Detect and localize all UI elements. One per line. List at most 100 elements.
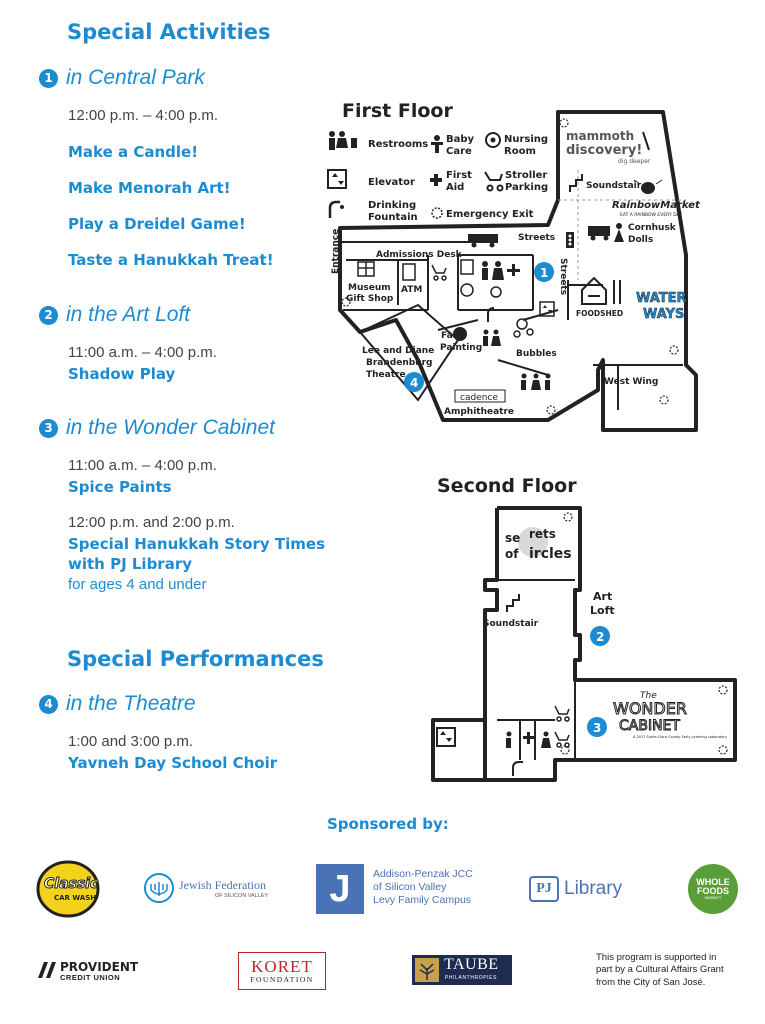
tree-icon	[415, 958, 439, 982]
location-name: in the Art Loft	[66, 303, 191, 326]
legend-baby-care: Care	[446, 146, 472, 157]
first-floor-walls	[338, 110, 698, 432]
atm-icon	[402, 263, 416, 281]
secrets-of-circles-logo: se rets of ircles	[505, 527, 572, 562]
activity-item: Make a Candle!	[68, 143, 199, 161]
bug-icon	[633, 179, 663, 194]
elevator-icon	[539, 301, 555, 317]
art-loft-label: Loft	[590, 604, 615, 617]
cadence-label: cadence	[460, 393, 498, 403]
rainbow-market-label: RainbowMarket	[612, 200, 701, 211]
foodshed-label: FOODSHED	[576, 309, 623, 318]
svg-text:WATER: WATER	[636, 291, 687, 306]
location-number-2: 2	[39, 305, 58, 325]
time-theatre: 1:00 and 3:00 p.m.	[68, 733, 194, 750]
mammoth-discovery-logo: mammoth discovery! dig deeper	[566, 129, 651, 165]
streets-label: Streets	[518, 233, 555, 243]
rainbow-market-tag: EAT A RAINBOW EVERY DAY	[620, 212, 682, 218]
amphitheatre-label: Amphitheatre	[444, 407, 514, 417]
location-number-4: 4	[39, 694, 58, 714]
time-art-loft: 11:00 a.m. – 4:00 p.m.	[68, 344, 217, 361]
traffic-light-icon	[566, 232, 574, 248]
svg-text:The: The	[640, 691, 657, 701]
elevator-icon	[436, 727, 456, 747]
special-activities-heading: Special Activities	[67, 20, 271, 44]
utensils-icon	[613, 280, 621, 304]
cornhusk-dolls-label: Dolls	[628, 235, 653, 245]
koret-foundation-logo: KORET FOUNDATION	[238, 952, 326, 990]
baby-care-icon	[431, 135, 443, 153]
legend-drinking-fountain: Drinking	[368, 200, 416, 211]
restrooms-icon	[521, 373, 551, 390]
time-wonder-cabinet-2: 12:00 p.m. and 2:00 p.m.	[68, 514, 235, 531]
gift-icon	[357, 261, 375, 277]
face-painting-label: Face	[441, 331, 464, 341]
face-icon	[453, 327, 467, 341]
legend-nursing-room: Room	[504, 146, 536, 157]
svg-text:of: of	[505, 547, 519, 561]
entrance-label: Entrance	[331, 229, 341, 274]
activity-item: Taste a Hanukkah Treat!	[68, 251, 274, 269]
map-marker-2	[590, 626, 610, 646]
location-number-3: 3	[39, 418, 58, 438]
atm-label: ATM	[401, 285, 422, 295]
museum-gift-shop-label: Museum	[348, 283, 391, 293]
second-floor-map: se rets of ircles Soundstair Art Loft 2 …	[431, 506, 737, 782]
svg-text:mammoth: mammoth	[566, 129, 634, 143]
face-painting-label: Painting	[440, 343, 482, 353]
legend-first-aid: First	[446, 170, 472, 181]
map-marker-3	[587, 717, 607, 737]
activity-item: Yavneh Day School Choir	[68, 754, 278, 772]
svg-text:se: se	[505, 531, 520, 545]
emergency-exit-icon	[341, 118, 679, 415]
streets-vertical-label: Streets	[558, 258, 568, 295]
jcc-logo-mark: J	[316, 864, 364, 914]
restrooms-icon	[506, 731, 551, 748]
legend-first-aid: Aid	[446, 182, 464, 193]
stroller-icon	[554, 705, 570, 748]
soundstair-label: Soundstair	[483, 619, 539, 629]
legend-baby-care: Baby	[446, 134, 475, 145]
map-marker-1	[534, 262, 554, 282]
legend-drinking-fountain: Fountain	[368, 212, 418, 223]
cornhusk-dolls-label: Cornhusk	[628, 223, 677, 233]
legend-restrooms: Restrooms	[368, 139, 428, 150]
restrooms-icon	[329, 131, 357, 150]
classic-car-wash-logo: Classic CAR WASH	[36, 860, 100, 918]
provident-mark-icon	[38, 962, 56, 978]
jcc-name: Addison-Penzak JCC of Silicon Valley Lev…	[373, 868, 473, 907]
doll-icon	[614, 223, 624, 242]
second-floor-walls	[431, 506, 737, 782]
fire-truck-icon	[468, 234, 498, 248]
pj-library-logo: PJ Library	[529, 874, 639, 906]
provident-credit-union-logo: PROVIDENT CREDIT UNION	[38, 960, 158, 984]
activity-item: with PJ Library	[68, 555, 192, 573]
west-wing-label: West Wing	[604, 377, 658, 387]
art-loft-label: Art	[593, 590, 612, 603]
svg-text:A 2017 Santa Clara County Earl: A 2017 Santa Clara County Early Learning…	[633, 735, 727, 739]
emergency-exit-icon	[431, 207, 443, 219]
map-marker-1-label: 1	[540, 266, 548, 280]
svg-text:CAR WASH: CAR WASH	[54, 894, 96, 902]
first-floor-map: Restrooms Baby Care Nursing Room Elevato…	[327, 110, 701, 432]
activity-item: Shadow Play	[68, 365, 176, 383]
soundstair-label: Soundstair	[586, 181, 642, 191]
whole-foods-logo: WHOLE FOODS MARKET	[688, 864, 738, 914]
location-theatre: 4 in the Theatre	[39, 692, 196, 716]
location-name: in the Theatre	[66, 692, 196, 715]
location-central-park: 1 in Central Park	[39, 66, 205, 90]
time-wonder-cabinet-1: 11:00 a.m. – 4:00 p.m.	[68, 457, 217, 474]
barn-icon	[581, 276, 607, 305]
stroller-parking-icon	[484, 171, 504, 192]
stairs-icon	[569, 174, 583, 192]
theatre-label: Lee and Diane	[362, 346, 434, 356]
location-name: in the Wonder Cabinet	[66, 416, 275, 439]
taube-philanthropies-logo: TAUBE PHILANTHROPIES	[412, 955, 512, 985]
activity-item: Spice Paints	[68, 478, 172, 496]
location-wonder-cabinet: 3 in the Wonder Cabinet	[39, 416, 275, 440]
svg-text:CABINET: CABINET	[619, 718, 680, 734]
restroom-block-icons	[460, 259, 520, 298]
menorah-icon	[144, 873, 174, 903]
map-marker-3-label: 3	[593, 721, 601, 735]
wonder-cabinet-logo: The WONDER CABINET A 2017 Santa Clara Co…	[613, 691, 727, 739]
